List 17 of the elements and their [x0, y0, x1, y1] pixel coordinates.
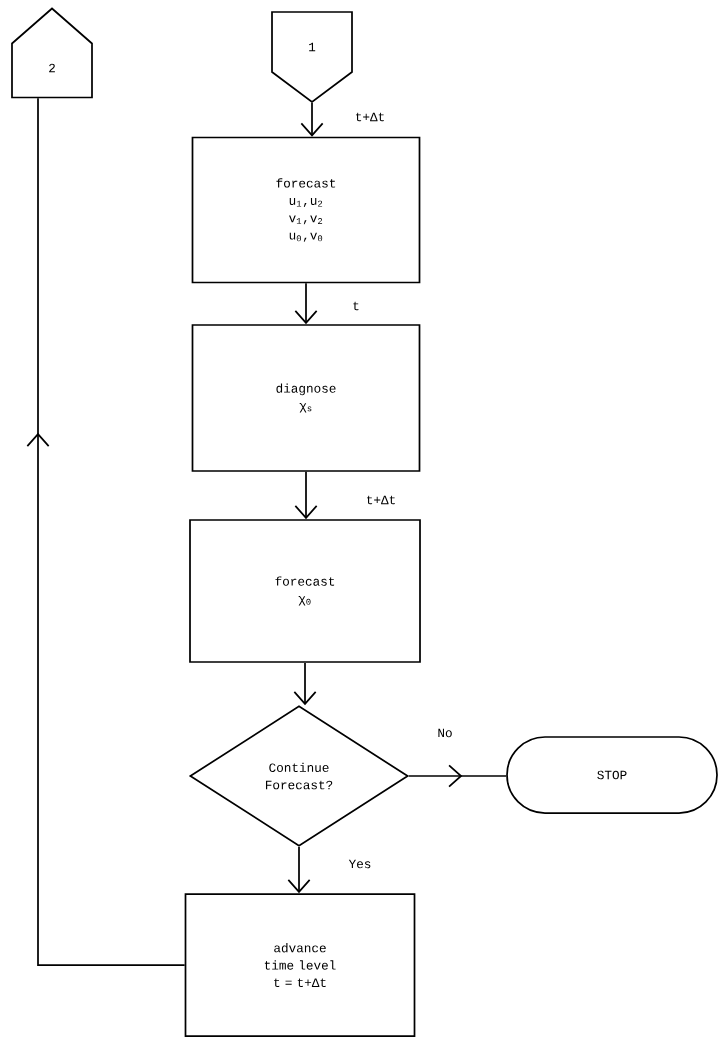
- edge-label: No: [436, 727, 454, 739]
- process-box: forecast χ$_{0}$: [189, 519, 421, 663]
- process-box: advance time level t = t+Δt: [184, 893, 416, 1037]
- process-box: diagnose χ$_{s}$: [191, 324, 421, 472]
- arrow: [300, 102, 324, 137]
- terminal-box: STOP: [506, 736, 718, 814]
- arrow: [293, 662, 317, 706]
- edge-label: Yes: [347, 858, 373, 870]
- process-box: forecast u$_{1}$,u$_{2}$ v$_{1}$,v$_{2}$ u$_{0}$,v$_{0}$: [191, 136, 421, 284]
- connector-pentagon: 2: [11, 7, 93, 99]
- arrow: [294, 471, 318, 520]
- connector-pentagon: 1: [271, 11, 353, 104]
- edge-label: t+Δt: [353, 111, 387, 123]
- edge-label: t: [350, 300, 362, 312]
- arrow: [287, 846, 311, 894]
- arrow: [294, 282, 318, 325]
- edge-label: t+Δt: [364, 494, 398, 506]
